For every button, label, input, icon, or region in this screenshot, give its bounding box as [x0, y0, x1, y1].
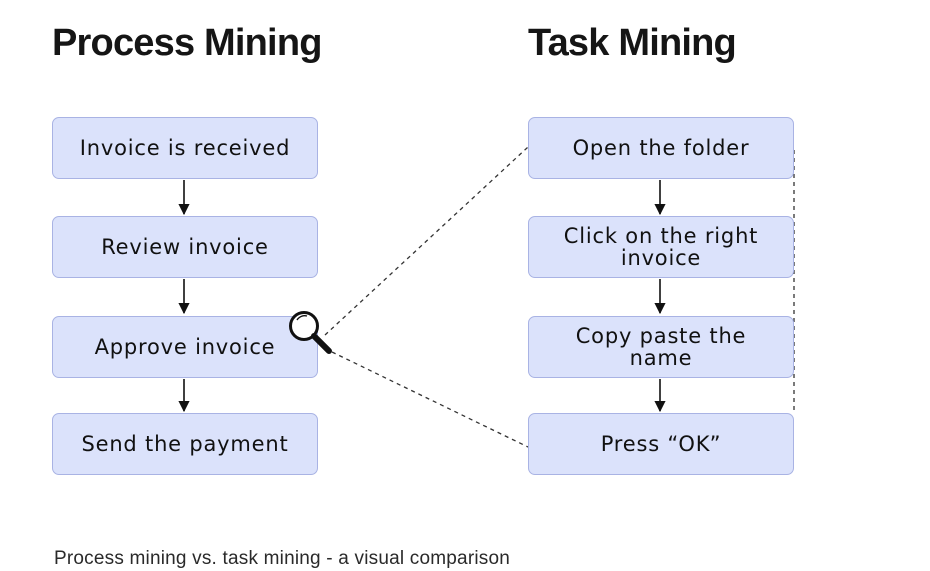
task-mining-title: Task Mining [528, 22, 737, 64]
tm-step-click-invoice: Click on the right invoice [528, 216, 794, 278]
zoom-line-top [324, 146, 529, 336]
pm-step-approve-invoice: Approve invoice [52, 316, 318, 378]
pm-step-send-payment: Send the payment [52, 413, 318, 475]
tm-step-open-folder: Open the folder [528, 117, 794, 179]
zoom-line-bottom [331, 351, 529, 448]
pm-step-invoice-received: Invoice is received [52, 117, 318, 179]
tm-step-press-ok: Press “OK” [528, 413, 794, 475]
figure-caption: Process mining vs. task mining - a visua… [54, 548, 511, 569]
magnifier-icon [289, 311, 332, 354]
tm-step-copy-paste-name: Copy paste the name [528, 316, 794, 378]
pm-step-review-invoice: Review invoice [52, 216, 318, 278]
process-mining-title: Process Mining [52, 22, 322, 64]
